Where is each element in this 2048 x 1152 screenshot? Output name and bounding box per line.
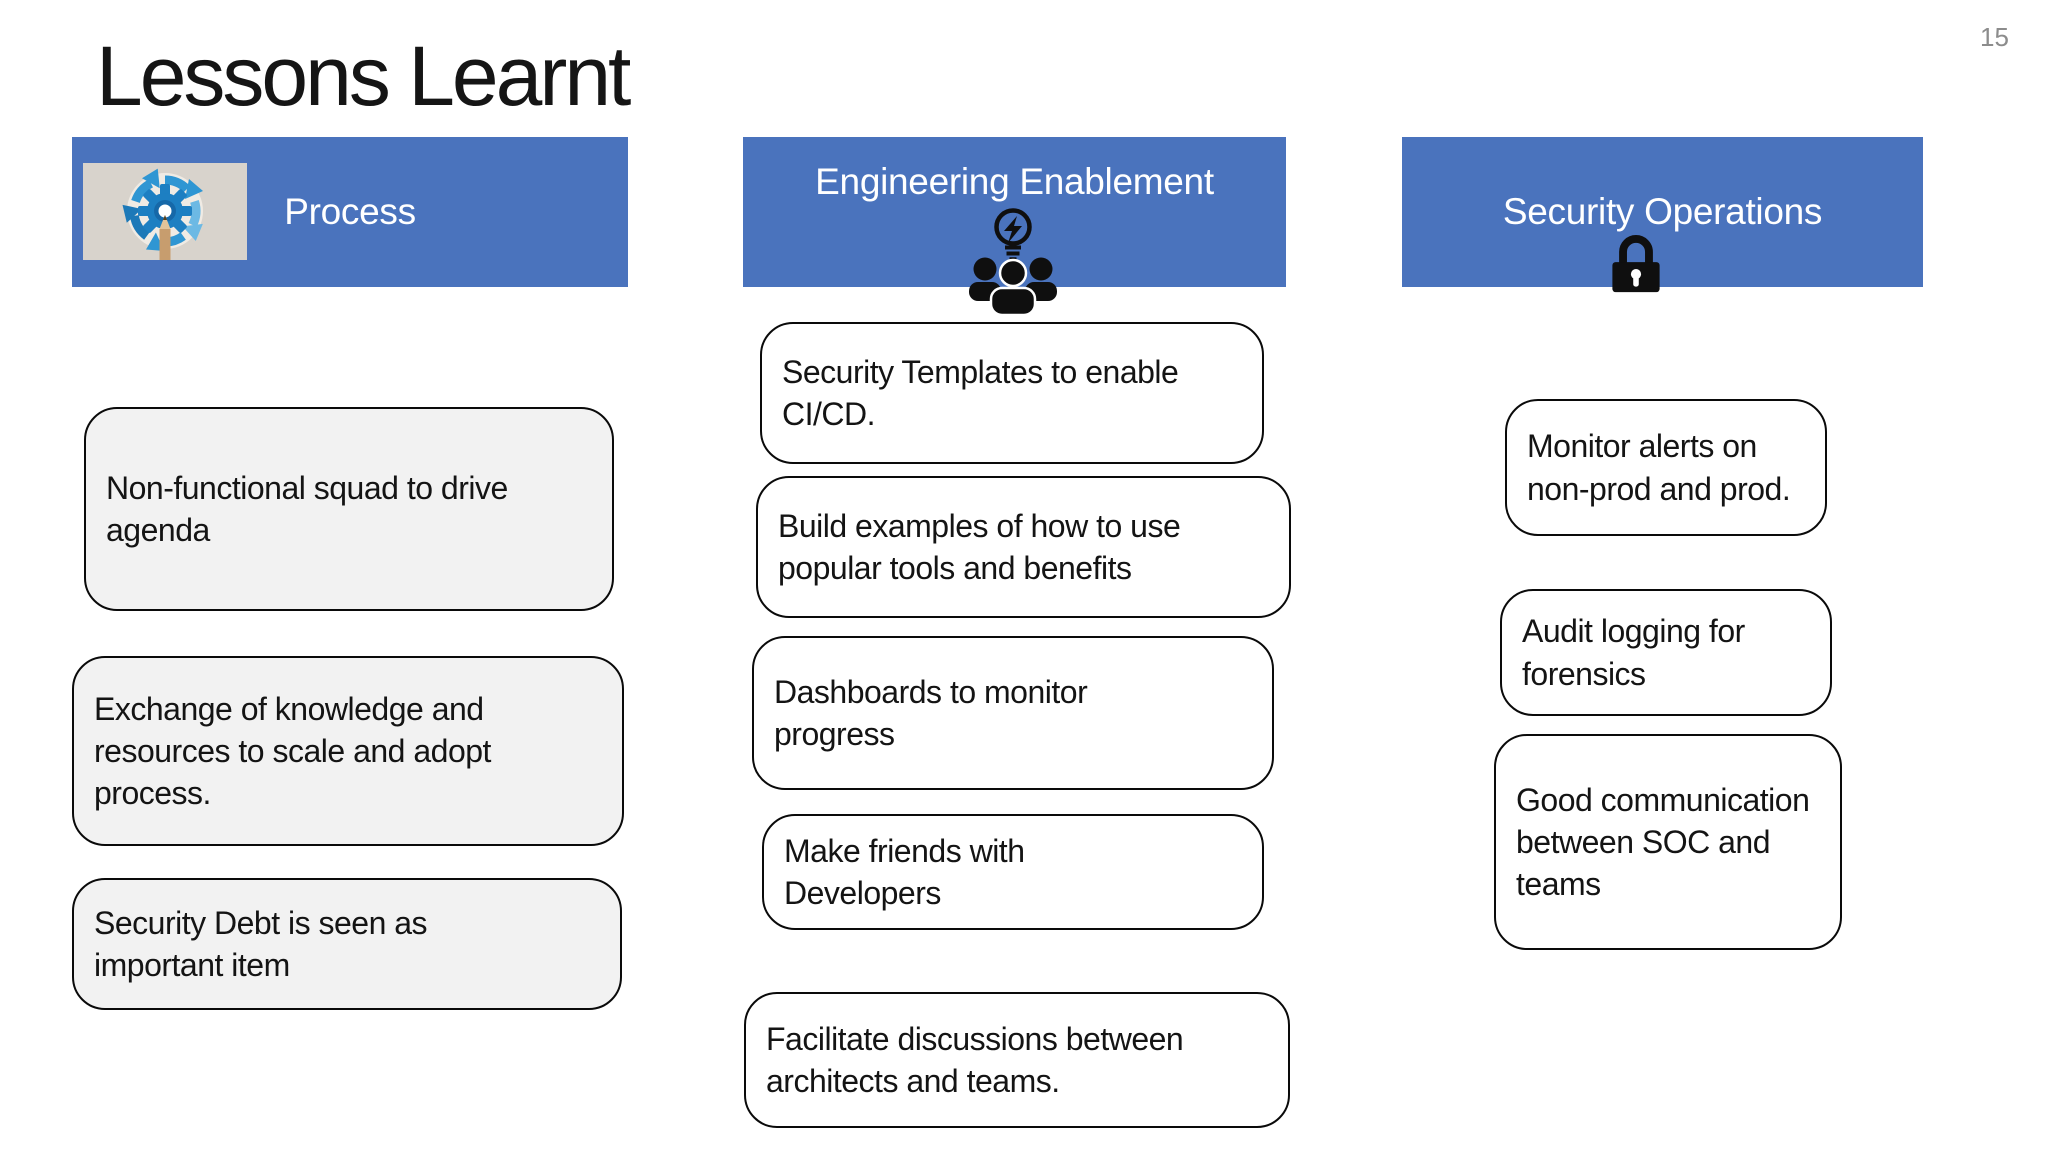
card-monitor-alerts: Monitor alerts on non-prod and prod. <box>1505 399 1827 536</box>
header-process-label: Process <box>284 191 416 232</box>
idea-team-icon <box>968 208 1057 315</box>
card-non-functional-squad: Non-functional squad to drive agenda <box>84 407 614 611</box>
card-audit-logging: Audit logging for forensics <box>1500 589 1832 716</box>
page-number: 15 <box>1980 22 2009 52</box>
header-security-operations: Security Operations <box>1402 137 1923 293</box>
gear-shape <box>138 184 192 238</box>
card-security-debt: Security Debt is seen as important item <box>72 878 622 1010</box>
card-dashboards: Dashboards to monitor progress <box>752 636 1274 790</box>
card-exchange-knowledge: Exchange of knowledge and resources to s… <box>72 656 624 846</box>
header-engineering-enablement: Engineering Enablement <box>743 137 1286 315</box>
card-security-templates: Security Templates to enable CI/CD. <box>760 322 1264 464</box>
card-make-friends: Make friends with Developers <box>762 814 1264 930</box>
card-facilitate-discussions: Facilitate discussions between architect… <box>744 992 1290 1128</box>
card-good-communication: Good communication between SOC and teams <box>1494 734 1842 950</box>
card-build-examples: Build examples of how to use popular too… <box>756 476 1291 618</box>
header-engineering-label: Engineering Enablement <box>815 161 1214 202</box>
process-cycle-icon <box>83 163 247 260</box>
pencil-shape <box>159 215 171 260</box>
padlock-icon <box>1611 235 1660 293</box>
header-process: Process <box>72 137 628 287</box>
page-title: Lessons Learnt <box>96 29 631 123</box>
header-security-label: Security Operations <box>1502 191 1823 232</box>
